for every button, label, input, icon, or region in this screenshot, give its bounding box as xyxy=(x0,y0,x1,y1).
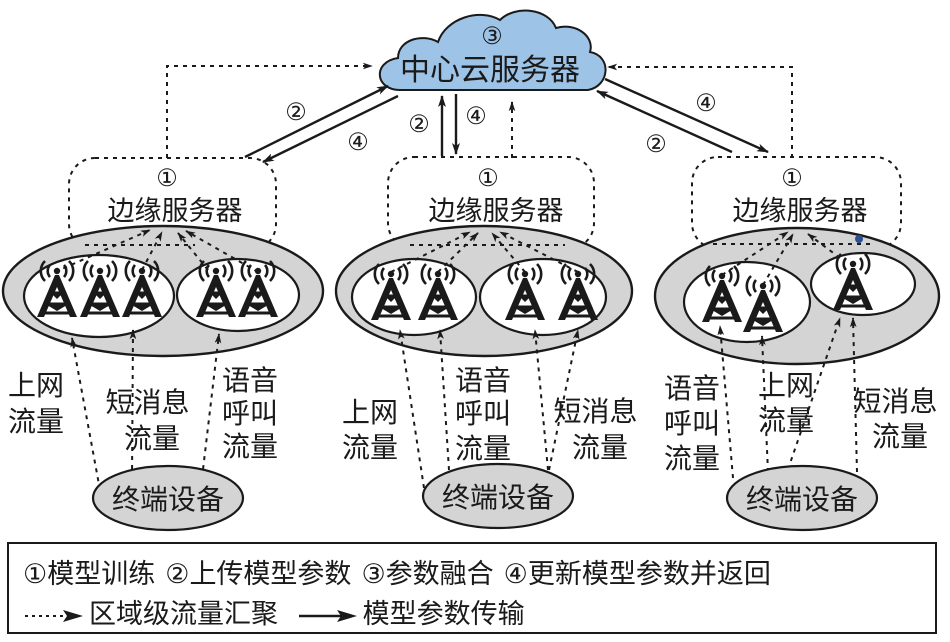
edge-server-label-2: 边缘服务器 xyxy=(429,196,564,227)
aggregation-links-1 xyxy=(54,229,259,273)
terminal-label-1: 终端设备 xyxy=(112,483,224,516)
marker-center-up: ② xyxy=(408,110,430,138)
dashed-arrow-icon xyxy=(25,609,83,622)
legend: ①模型训练 ②上传模型参数 ③参数融合 ④更新模型参数并返回 区域级流量汇聚 模型参数… xyxy=(7,542,937,634)
legend-step-1-text: 模型训练 xyxy=(47,559,156,590)
terminal-device-3 xyxy=(725,464,879,532)
dashed-link-right xyxy=(607,63,793,158)
region-3: ① 边缘服务器 终端设备 语音 呼叫 流量 上网 流量 xyxy=(653,156,947,532)
aggregation-links-3 xyxy=(713,231,870,286)
legend-step-3-text: 参数融合 xyxy=(385,559,494,590)
aggregation-links-2 xyxy=(390,231,579,273)
marker-center-down: ④ xyxy=(465,102,487,130)
marker-left-up: ② xyxy=(285,98,307,126)
region-2: ① 边缘服务器 终端设备 上网 流量 语音 呼叫 xyxy=(334,156,647,530)
region-1: ① 边缘服务器 终端设备 上网 流量 短消息 流量 xyxy=(1,157,325,532)
left-return-arrow xyxy=(262,94,399,164)
legend-solid-text: 模型参数传输 xyxy=(362,599,525,630)
solid-arrow-icon xyxy=(298,609,357,622)
left-upload-arrow xyxy=(244,84,389,159)
traffic-links-2 xyxy=(398,329,580,489)
right-return-arrow xyxy=(604,77,769,154)
traffic-label: 短消息 流量 xyxy=(554,395,647,464)
traffic-label: 上网 流量 xyxy=(8,369,73,438)
traffic-label: 语音 呼叫 流量 xyxy=(455,364,520,465)
traffic-links-3 xyxy=(717,317,858,479)
edge-server-marker-1: ① xyxy=(156,164,178,192)
cell-cluster-2a xyxy=(350,257,478,337)
edge-server-box-3 xyxy=(691,156,902,250)
legend-steps: ①模型训练 ②上传模型参数 ③参数融合 ④更新模型参数并返回 xyxy=(23,552,771,591)
terminal-label-2: 终端设备 xyxy=(442,481,554,514)
terminal-device-2 xyxy=(421,462,575,530)
aggregation-links-top xyxy=(166,62,793,158)
edge-server-label-3: 边缘服务器 xyxy=(733,196,868,227)
cloud-marker: ③ xyxy=(481,22,503,50)
traffic-label: 短消息 流量 xyxy=(854,385,947,453)
traffic-label: 上网 流量 xyxy=(758,369,823,437)
legend-step-4-text: 更新模型参数并返回 xyxy=(527,559,771,590)
legend-step-2-text: 上传模型参数 xyxy=(189,559,352,590)
edge-server-label-1: 边缘服务器 xyxy=(108,196,243,227)
traffic-label: 短消息 流量 xyxy=(106,386,199,455)
edge-server-marker-2: ① xyxy=(477,164,499,192)
model-links xyxy=(244,77,769,164)
central-cloud-server: ③ 中心云服务器 xyxy=(378,9,607,91)
legend-arrows: 区域级流量汇聚 模型参数传输 xyxy=(23,592,525,631)
legend-step-3-marker: ③ xyxy=(361,559,386,590)
traffic-links-1 xyxy=(70,329,222,491)
legend-step-2-marker: ② xyxy=(165,559,190,590)
edge-server-marker-3: ① xyxy=(781,164,803,192)
marker-left-down: ④ xyxy=(347,128,369,156)
junction-dot xyxy=(855,235,863,243)
marker-right-down: ④ xyxy=(695,89,717,117)
dashed-link-left xyxy=(166,62,373,158)
cloud-shape xyxy=(378,9,607,91)
terminal-device-1 xyxy=(91,464,245,532)
traffic-label: 语音 呼叫 流量 xyxy=(222,364,287,463)
terminal-label-3: 终端设备 xyxy=(746,483,858,516)
legend-dashed-text: 区域级流量汇聚 xyxy=(89,599,278,630)
right-upload-arrow xyxy=(596,89,733,154)
traffic-label: 语音 呼叫 流量 xyxy=(664,372,729,475)
marker-right-up: ② xyxy=(645,130,667,158)
cell-cluster-1b xyxy=(175,257,301,333)
legend-step-1-marker: ① xyxy=(23,559,48,590)
link-markers: ② ④ ② ④ ② ④ xyxy=(285,89,717,158)
cloud-label: 中心云服务器 xyxy=(400,53,580,88)
traffic-label: 上网 流量 xyxy=(342,396,407,464)
legend-step-4-marker: ④ xyxy=(503,559,528,590)
